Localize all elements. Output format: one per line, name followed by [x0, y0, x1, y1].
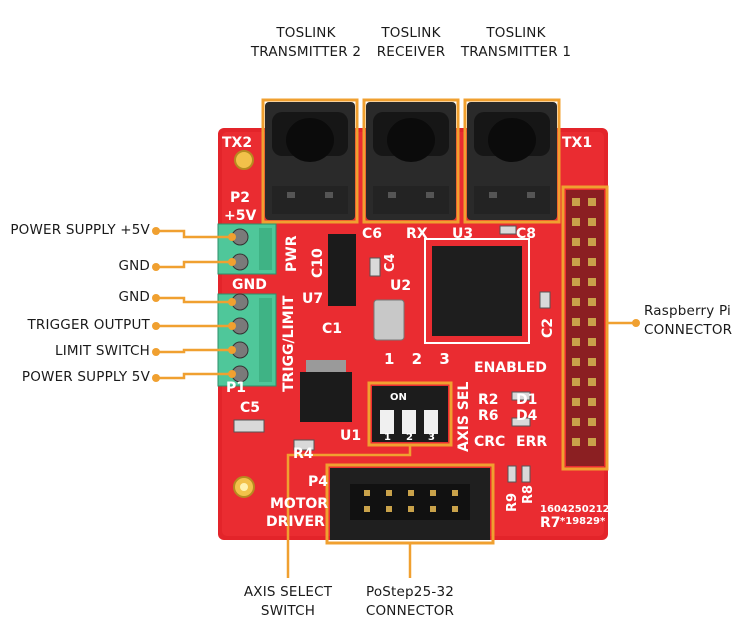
silk-u1: U1 — [340, 428, 361, 444]
silk-c6: C6 — [362, 226, 382, 242]
smd-components — [233, 225, 551, 483]
mount-hole — [234, 150, 254, 170]
toslink-rx — [366, 102, 456, 220]
silk-c2: C2 — [540, 318, 556, 338]
leader-axis — [286, 445, 412, 578]
dip-switch-3 — [424, 410, 438, 434]
silk-err: ERR — [516, 434, 547, 450]
callout-axis: AXIS SELECT SWITCH — [243, 584, 333, 619]
silk-p2: P2 — [230, 190, 250, 206]
chip-u1 — [300, 372, 352, 422]
silk-u3: U3 — [452, 226, 473, 242]
leader-gnd1 — [156, 260, 232, 269]
leader-pwr5v — [156, 229, 232, 239]
silk-c4: C4 — [383, 253, 398, 272]
chip-u7 — [328, 234, 356, 306]
silk-on: ON — [390, 392, 407, 403]
callout-box-tx1 — [463, 98, 561, 224]
silk-plus5v: +5V — [224, 208, 256, 224]
silk-r7: R7 — [540, 515, 561, 531]
motor-connector-slot — [350, 484, 470, 520]
callout-rpi: Raspberry Pi CONNECTOR — [644, 303, 733, 338]
silk-gnd: GND — [232, 277, 267, 293]
silk-tx1: TX1 — [562, 135, 592, 151]
silk-axis-sel: AXIS SEL — [456, 382, 472, 452]
terminal-block-power — [217, 223, 277, 275]
callout-box-rx — [362, 98, 460, 224]
leader-dots — [152, 227, 640, 382]
silk-motor: MOTOR — [270, 496, 328, 512]
silk-d4: D4 — [516, 408, 538, 424]
silk-trigg-limit: TRIGG/LIMIT — [281, 295, 297, 392]
callout-pwr5v-2: POWER SUPPLY 5V — [21, 369, 150, 385]
silk-rx: RX — [406, 226, 428, 242]
callout-tx1: TOSLINK TRANSMITTER 1 — [460, 25, 572, 60]
chip-u3 — [432, 246, 522, 336]
silk-c8: C8 — [516, 226, 536, 242]
callout-postep: PoStep25-32 CONNECTOR — [365, 584, 455, 619]
rpi-header — [566, 190, 604, 466]
motor-connector-pins — [364, 490, 458, 512]
toslink-tx2 — [265, 102, 355, 220]
silk-u2: U2 — [390, 278, 411, 294]
silk-switch-nums: 1 2 3 — [384, 350, 456, 368]
crystal-u2 — [373, 299, 405, 341]
silk-crc: CRC — [474, 434, 505, 450]
callout-box-tx2 — [261, 98, 359, 224]
silk-serial: 1604250212 — [540, 504, 610, 515]
silk-c1: C1 — [322, 321, 342, 337]
silk-u7: U7 — [302, 291, 323, 307]
silk-c5: C5 — [240, 400, 260, 416]
silk-sw3: 3 — [428, 432, 435, 443]
silk-sw2: 2 — [406, 432, 413, 443]
callout-limit: LIMIT SWITCH — [54, 343, 150, 359]
silk-d1: D1 — [516, 392, 537, 408]
silk-driver: DRIVER — [266, 514, 325, 530]
callout-gnd1: GND — [118, 258, 150, 274]
callout-trigger: TRIGGER OUTPUT — [27, 317, 150, 333]
silk-p1: P1 — [226, 380, 246, 396]
silk-r9: R9 — [505, 493, 520, 512]
dip-switch-1 — [380, 410, 394, 434]
silk-r8: R8 — [521, 485, 536, 504]
rpi-header-pins — [572, 198, 596, 446]
callout-gnd2: GND — [118, 289, 150, 305]
callout-pwr5v: POWER SUPPLY +5V — [10, 222, 150, 238]
silk-c10: C10 — [310, 248, 326, 278]
silk-p4: P4 — [308, 474, 328, 490]
silk-enabled: ENABLED — [474, 360, 547, 376]
chip-u1-tab — [306, 360, 346, 372]
callout-tx2: TOSLINK TRANSMITTER 2 — [250, 25, 362, 60]
callout-box-rpi — [561, 185, 609, 471]
leader-lines — [156, 229, 636, 578]
leader-pwr5v-2 — [156, 372, 232, 380]
chip-u3-outline — [424, 238, 530, 344]
terminal-block-trigger — [217, 293, 277, 387]
toslink-tx1 — [467, 102, 557, 220]
leader-limit — [156, 348, 232, 354]
silk-tx2: TX2 — [222, 135, 252, 151]
silkscreen: TX2 TX1 P2 +5V GND PWR C6 RX U3 C8 C10 C… — [222, 135, 610, 531]
leader-gnd2 — [156, 296, 232, 304]
silk-pwr: PWR — [284, 235, 300, 272]
silk-code: *19829* — [560, 516, 606, 527]
silk-sw1: 1 — [384, 432, 391, 443]
callout-rx: TOSLINK RECEIVER — [376, 25, 446, 60]
silk-r2: R2 — [478, 392, 499, 408]
mount-hole-inner — [240, 483, 248, 491]
silk-r6: R6 — [478, 408, 499, 424]
silk-r4: R4 — [293, 446, 314, 462]
dip-switch-2 — [402, 410, 416, 434]
